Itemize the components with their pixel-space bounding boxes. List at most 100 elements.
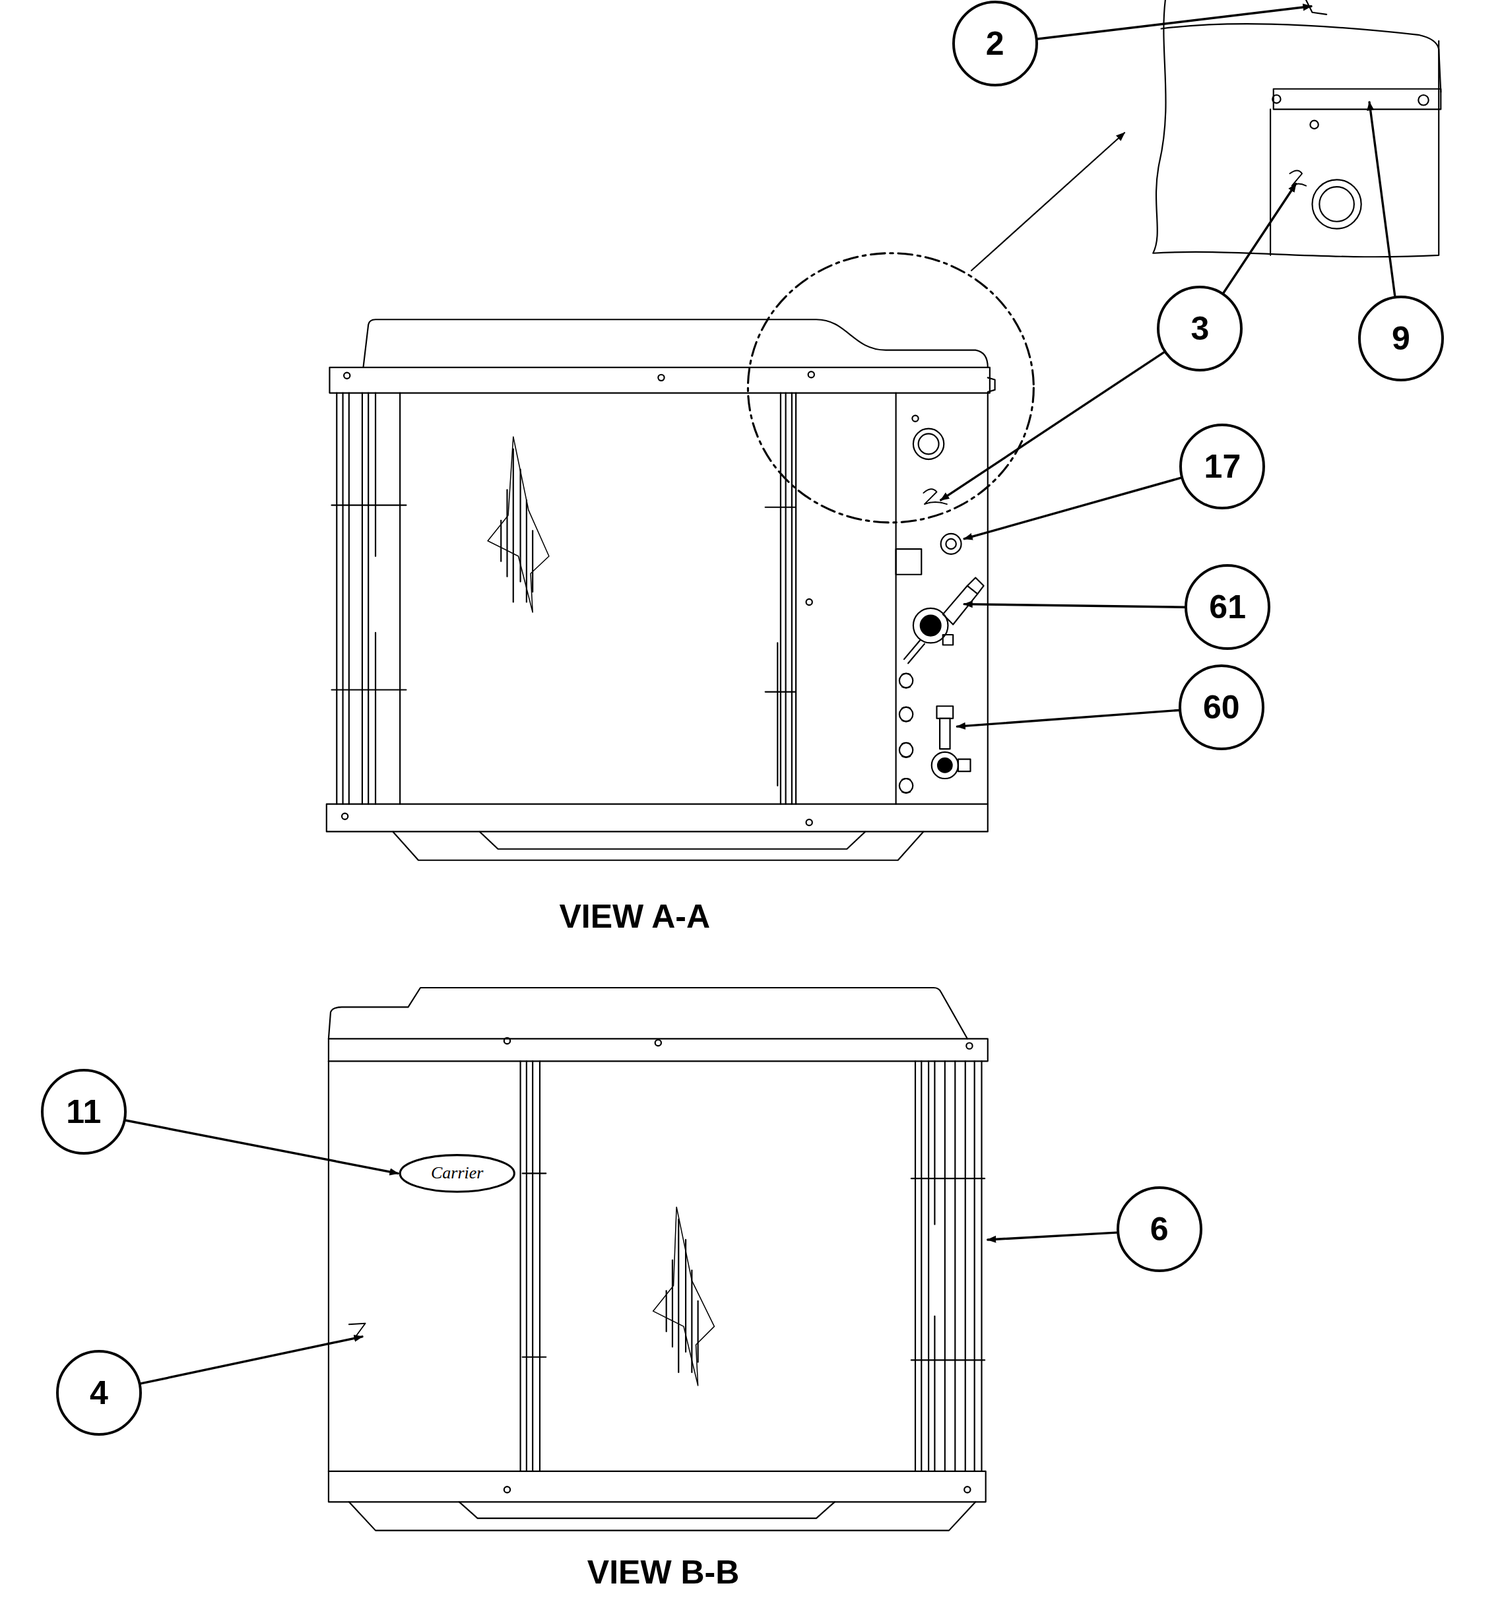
unit-view-a-part	[341, 813, 348, 820]
unit-view-a-part	[487, 436, 550, 613]
callout-circle: 61	[1184, 564, 1271, 651]
callout-number: 2	[985, 27, 1005, 61]
unit-view-b-part-part	[520, 1061, 522, 1472]
unit-view-b-part-part	[684, 1239, 687, 1353]
unit-view-a-part-part	[367, 393, 369, 805]
unit-view-a-part-part	[899, 673, 911, 689]
unit-view-a-part-part	[500, 520, 502, 562]
unit-view-b-part-part	[531, 1061, 534, 1472]
unit-view-b-part-part	[665, 1290, 668, 1332]
callout-circle: 60	[1178, 664, 1265, 751]
unit-view-b-part-part	[911, 1359, 985, 1361]
leader-lines-part	[125, 1120, 398, 1174]
unit-view-b-part	[964, 1486, 971, 1493]
unit-view-a-part	[479, 831, 866, 849]
unit-view-a-part	[765, 393, 796, 805]
unit-view-a-part-part	[399, 393, 401, 805]
unit-view-a-part-part	[936, 706, 953, 719]
detail-inset-part	[1269, 109, 1272, 256]
unit-view-a-part	[343, 372, 350, 379]
unit-view-b-part	[966, 1043, 973, 1050]
unit-view-b-part-part	[522, 1172, 547, 1174]
unit-view-b-part	[328, 1038, 988, 1062]
unit-view-b-part-part	[653, 1206, 715, 1386]
callout-number: 60	[1203, 690, 1240, 724]
callout-circle: 3	[1156, 285, 1243, 372]
unit-view-a-part	[913, 428, 944, 460]
detail-inset-part	[1152, 0, 1439, 257]
leader-lines	[125, 6, 1396, 1384]
unit-view-b-part-part	[522, 1356, 547, 1359]
unit-view-a-part-part	[791, 393, 793, 805]
unit-view-b-part-part	[933, 1316, 936, 1472]
leader-lines-part	[1038, 6, 1312, 39]
unit-view-a-part-part	[512, 449, 515, 603]
callout-number: 9	[1391, 322, 1411, 356]
leader-lines-part	[1223, 184, 1297, 294]
unit-view-a-part	[392, 831, 924, 860]
unit-view-b-part-part	[964, 1061, 967, 1472]
brand-logo-text: Carrier	[430, 1164, 484, 1182]
unit-view-a-part	[326, 804, 988, 833]
callout-number: 61	[1208, 590, 1246, 624]
view-title: VIEW B-B	[587, 1556, 740, 1590]
unit-view-b-part-part	[697, 1301, 699, 1363]
unit-view-a-part	[987, 393, 989, 805]
unit-view-b-part	[327, 1061, 330, 1472]
callout-number: 3	[1190, 312, 1209, 346]
unit-view-a-part-part	[361, 393, 363, 805]
unit-view-b-part-part	[539, 1061, 541, 1472]
detail-callout	[747, 132, 1125, 523]
unit-view-a-part-part	[939, 718, 950, 750]
unit-view-a-part	[808, 371, 815, 378]
unit-view-a-part-part	[776, 642, 779, 786]
unit-view-b-part-part	[525, 1061, 528, 1472]
unit-view-b-part	[911, 1061, 985, 1472]
detail-inset-part	[1289, 170, 1306, 186]
unit-view-a-part-part	[904, 640, 925, 664]
unit-view-a-part-part	[920, 615, 942, 637]
detail-inset	[1152, 0, 1441, 257]
unit-view-a-part-part	[348, 393, 350, 805]
callout-number: 6	[1150, 1212, 1169, 1246]
unit-view-b-part	[328, 987, 968, 1039]
callout-circle: 17	[1179, 423, 1266, 510]
unit-view-a-part-part	[899, 707, 911, 722]
unit-view-b-part	[328, 1471, 986, 1502]
detail-callout-part	[971, 132, 1125, 271]
unit-view-a-part-part	[899, 743, 911, 758]
unit-view-a-part-part	[931, 752, 959, 779]
unit-view-a-part-part	[899, 778, 911, 794]
detail-callout-part	[747, 253, 1034, 523]
unit-view-b-part	[520, 1061, 547, 1472]
unit-view-a-part-part	[531, 530, 534, 592]
detail-inset-part	[1319, 186, 1355, 222]
unit-view-a-part-part	[967, 577, 984, 594]
unit-view-b-part	[349, 1501, 976, 1531]
unit-view-a-part-part	[520, 469, 522, 583]
unit-view-a-part	[899, 673, 913, 794]
unit-view-b-part	[653, 1206, 715, 1386]
unit-view-a-part	[931, 706, 971, 779]
unit-view-b-part-part	[944, 1061, 946, 1472]
callout-circle: 6	[1116, 1186, 1203, 1273]
callout-number: 4	[89, 1376, 109, 1410]
leader-lines-part	[140, 1336, 363, 1384]
unit-view-b-part-part	[920, 1061, 922, 1472]
unit-view-a-part	[896, 549, 922, 575]
detail-inset-part	[1311, 179, 1361, 229]
unit-view-a-part-part	[525, 500, 528, 603]
unit-view-a-part-part	[506, 489, 508, 577]
unit-view-a-part	[362, 319, 988, 368]
unit-view-b-part	[504, 1038, 511, 1044]
unit-view-a-part-part	[780, 393, 782, 805]
unit-view-a-part-part	[374, 632, 377, 805]
unit-view-a-part	[329, 367, 990, 394]
unit-view-b-part-part	[914, 1061, 916, 1472]
view-title: VIEW A-A	[558, 900, 711, 934]
unit-view-a-part-part	[902, 743, 913, 758]
unit-view-a-part-part	[331, 688, 407, 691]
